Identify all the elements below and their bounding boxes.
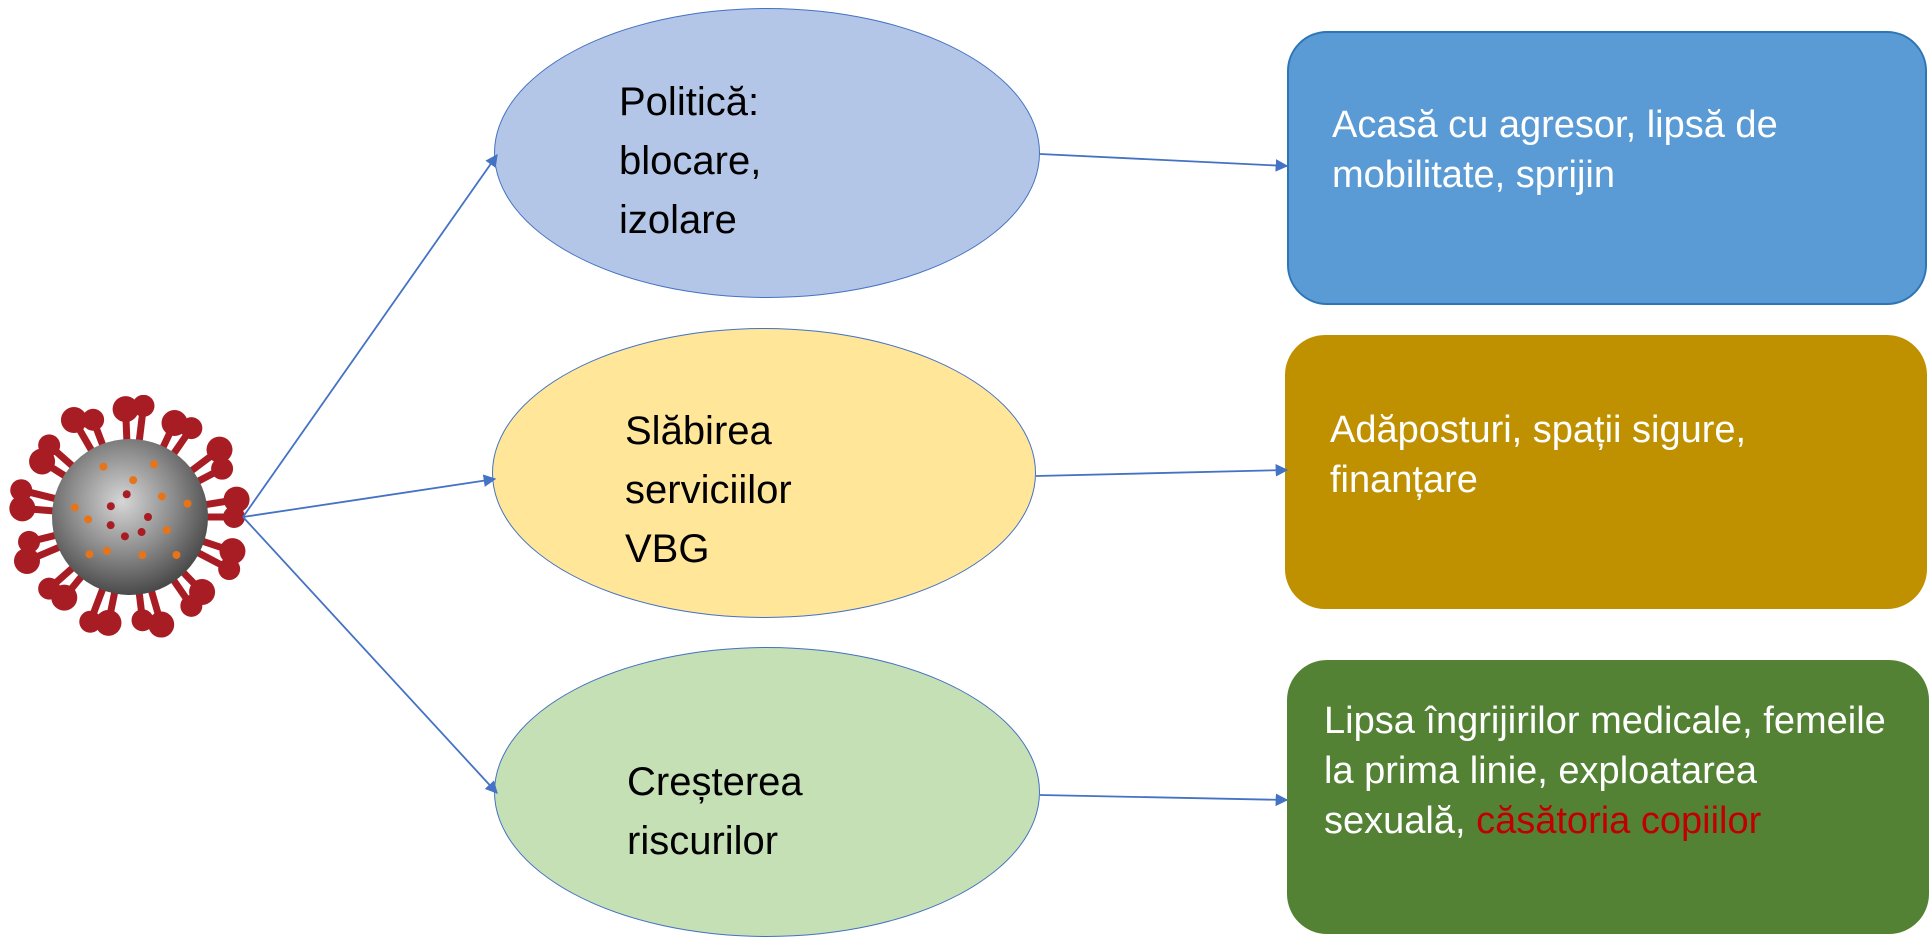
virus-surface-dot [120, 532, 129, 541]
virus-spike-head [180, 417, 203, 440]
virus-spike-head [180, 594, 203, 617]
effect-box-care: Lipsa îngrijirilor medicale, femeile la … [1287, 660, 1929, 934]
virus-surface-dot [106, 502, 115, 511]
virus-spike-head [9, 495, 36, 522]
virus-surface-dot [144, 513, 152, 521]
virus-spike-head [79, 610, 102, 633]
virus-spike-head [206, 436, 233, 463]
virus-spike-head [112, 396, 139, 423]
virus-spike-head [82, 408, 105, 431]
effect-box-shelters: Adăposturi, spații sigure, finanțare [1285, 335, 1927, 609]
arrow-virus-to-risks [242, 516, 498, 794]
virus-spike-head [95, 609, 122, 636]
virus-surface-dot [106, 521, 115, 530]
virus-spike-head [131, 609, 154, 632]
virus-spike-head [223, 486, 250, 513]
arrow-risks-to-care [1039, 793, 1289, 807]
arrow-virus-to-policy [242, 153, 498, 518]
virus-surface-dot [172, 550, 181, 559]
arrow-services-to-shelters [1035, 463, 1289, 477]
virus-spike-head [211, 457, 234, 480]
virus-surface-dot [157, 492, 166, 501]
virus-surface-dot [102, 546, 111, 555]
virus-spike-head [18, 530, 41, 553]
virus-surface-dot [129, 476, 138, 485]
virus-surface-dot [162, 526, 171, 535]
cause-label-risks: Creșterea riscurilor [627, 760, 803, 863]
effect-text-care-highlight: căsătoria copiilor [1476, 800, 1762, 842]
cause-ellipse-services: Slăbirea serviciilor VBG [492, 328, 1036, 618]
virus-surface-dot [85, 550, 94, 559]
virus-surface-dot [99, 462, 108, 471]
virus-surface-dot [84, 515, 93, 524]
arrow-virus-to-services [242, 474, 497, 518]
cause-label-policy: Politică: blocare, izolare [619, 80, 762, 242]
virus-surface-dot [122, 490, 131, 499]
virus-spike-head [132, 394, 155, 417]
virus-spike-head [148, 611, 175, 638]
virus-spike-head [218, 558, 241, 581]
virus-surface-dot [183, 499, 192, 508]
virus-surface-dot [150, 460, 159, 469]
effect-text-home: Acasă cu agresor, lipsă de mobilitate, s… [1332, 104, 1778, 196]
cause-ellipse-policy: Politică: blocare, izolare [494, 8, 1040, 298]
arrow-policy-to-home [1039, 153, 1289, 172]
effect-text-shelters: Adăposturi, spații sigure, finanțare [1330, 409, 1747, 501]
cause-label-services: Slăbirea serviciilor VBG [625, 409, 792, 571]
virus-spike-head [38, 577, 61, 600]
virus-spike-head [219, 538, 246, 565]
cause-ellipse-risks: Creșterea riscurilor [494, 647, 1040, 937]
virus-spike-head [60, 407, 87, 434]
virus-surface-dot [70, 503, 79, 512]
virus-spike-head [13, 547, 40, 574]
virus-spike-head [10, 479, 33, 502]
virus-surface-dot [137, 528, 146, 537]
virus-spike-head [38, 434, 61, 457]
effect-text-care-main: Lipsa îngrijirilor medicale, femeile la … [1324, 700, 1886, 842]
effect-text-care: Lipsa îngrijirilor medicale, femeile la … [1324, 696, 1909, 846]
virus-surface-dot [138, 551, 147, 560]
coronavirus-icon [8, 394, 253, 640]
